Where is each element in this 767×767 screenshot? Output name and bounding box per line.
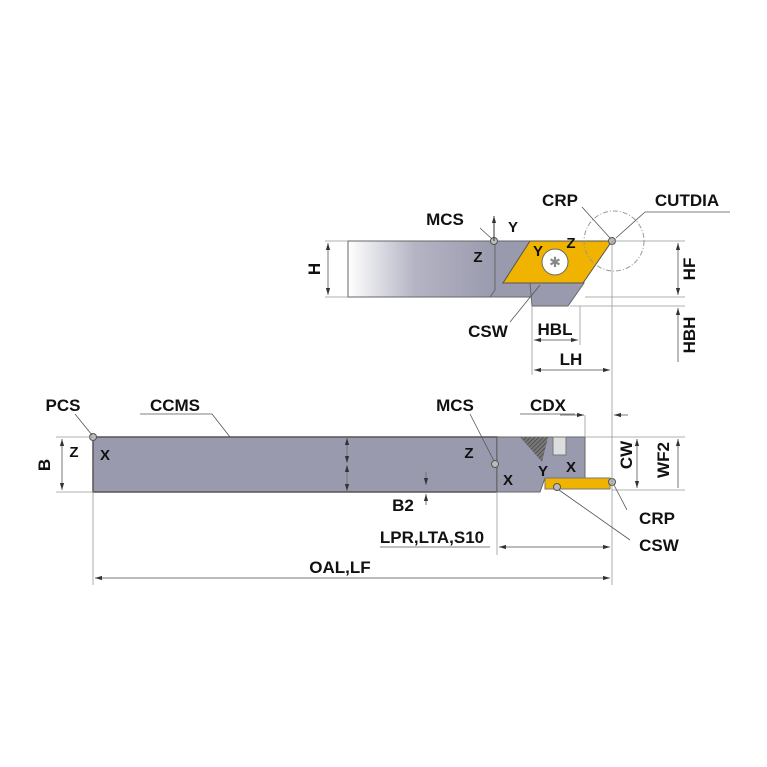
clamp-screw [552, 436, 567, 456]
label-hf: HF [680, 258, 699, 281]
label-crp-top: CRP [542, 191, 578, 210]
axis-y-mcs-top: Y [508, 219, 518, 236]
label-ccms: CCMS [150, 396, 200, 415]
insert-screw [541, 248, 569, 276]
side-view: PCS CCMS MCS CDX B B2 CW WF2 CRP CSW LPR… [35, 241, 685, 585]
label-oal-lf: OAL,LF [309, 558, 370, 577]
label-hbh: HBH [680, 317, 699, 354]
label-csw-side: CSW [639, 536, 680, 555]
axis-x-csw-side: X [566, 459, 576, 476]
top-view: ✱ MCS CRP CUTDIA CSW HBL LH H HF HBH Y Z… [305, 191, 730, 375]
label-mcs-top: MCS [426, 210, 464, 229]
axis-z-pcs: Z [69, 444, 78, 461]
label-h: H [305, 263, 324, 275]
chip-pocket [520, 437, 548, 462]
csw-point-side [553, 483, 561, 491]
insert-seat [529, 282, 585, 307]
axis-z-csw-top: Z [566, 235, 575, 252]
label-mcs-side: MCS [436, 396, 474, 415]
axis-z-mcs-top: Z [473, 249, 482, 266]
axis-z-mcs-side: Z [464, 445, 473, 462]
label-lpr-lta-s10: LPR,LTA,S10 [380, 528, 484, 547]
label-cdx: CDX [530, 396, 567, 415]
label-csw-top: CSW [468, 322, 509, 341]
shank-top [347, 240, 497, 298]
axis-y-csw-top: Y [533, 243, 543, 260]
axis-x-mcs-side: X [503, 472, 513, 489]
label-b2: B2 [392, 496, 414, 515]
label-lh: LH [560, 350, 583, 369]
label-crp-side: CRP [639, 509, 675, 528]
shank-side [92, 436, 498, 493]
label-pcs: PCS [46, 396, 81, 415]
mcs-point-side [491, 460, 499, 468]
label-b: B [35, 459, 54, 471]
label-cw: CW [617, 440, 636, 469]
label-hbl: HBL [538, 320, 573, 339]
label-wf2: WF2 [654, 442, 673, 478]
axis-y-csw-side: Y [538, 463, 548, 480]
torx-icon: ✱ [549, 256, 561, 271]
axis-x-pcs: X [100, 447, 110, 464]
label-cutdia: CUTDIA [655, 191, 719, 210]
